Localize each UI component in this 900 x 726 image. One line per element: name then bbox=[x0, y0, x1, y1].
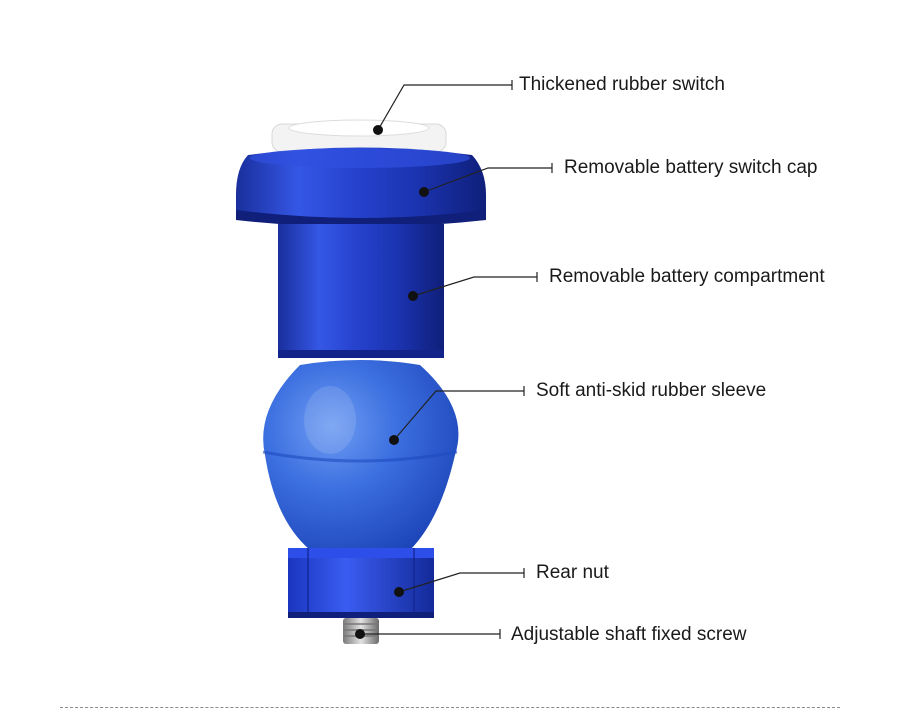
leader-cap bbox=[423, 167, 552, 193]
rubber-switch-part bbox=[271, 119, 447, 153]
switch-cap-part bbox=[236, 147, 486, 227]
leader-lines bbox=[360, 80, 553, 639]
rear-nut-part bbox=[288, 548, 434, 618]
leader-nut bbox=[398, 572, 524, 593]
battery-compartment-part bbox=[278, 224, 444, 358]
leader-compartment bbox=[412, 276, 537, 297]
callout-rear-nut: Rear nut bbox=[536, 562, 609, 583]
dot-switch bbox=[373, 125, 383, 135]
dashed-divider bbox=[60, 707, 840, 708]
dot-sleeve bbox=[389, 435, 399, 445]
callout-thickened-rubber-switch: Thickened rubber switch bbox=[519, 74, 725, 95]
dot-screw bbox=[355, 629, 365, 639]
dot-cap bbox=[419, 187, 429, 197]
callout-adjustable-shaft-fixed-screw: Adjustable shaft fixed screw bbox=[511, 624, 747, 645]
dot-compartment bbox=[408, 291, 418, 301]
leader-switch bbox=[377, 84, 512, 131]
leader-sleeve bbox=[393, 390, 524, 441]
callout-removable-battery-compartment: Removable battery compartment bbox=[549, 266, 825, 287]
dot-nut bbox=[394, 587, 404, 597]
callout-soft-anti-skid-rubber-sleeve: Soft anti-skid rubber sleeve bbox=[536, 380, 767, 401]
anchor-dots bbox=[355, 125, 429, 639]
callout-removable-battery-switch-cap: Removable battery switch cap bbox=[564, 157, 818, 178]
rubber-sleeve-part bbox=[262, 360, 459, 550]
